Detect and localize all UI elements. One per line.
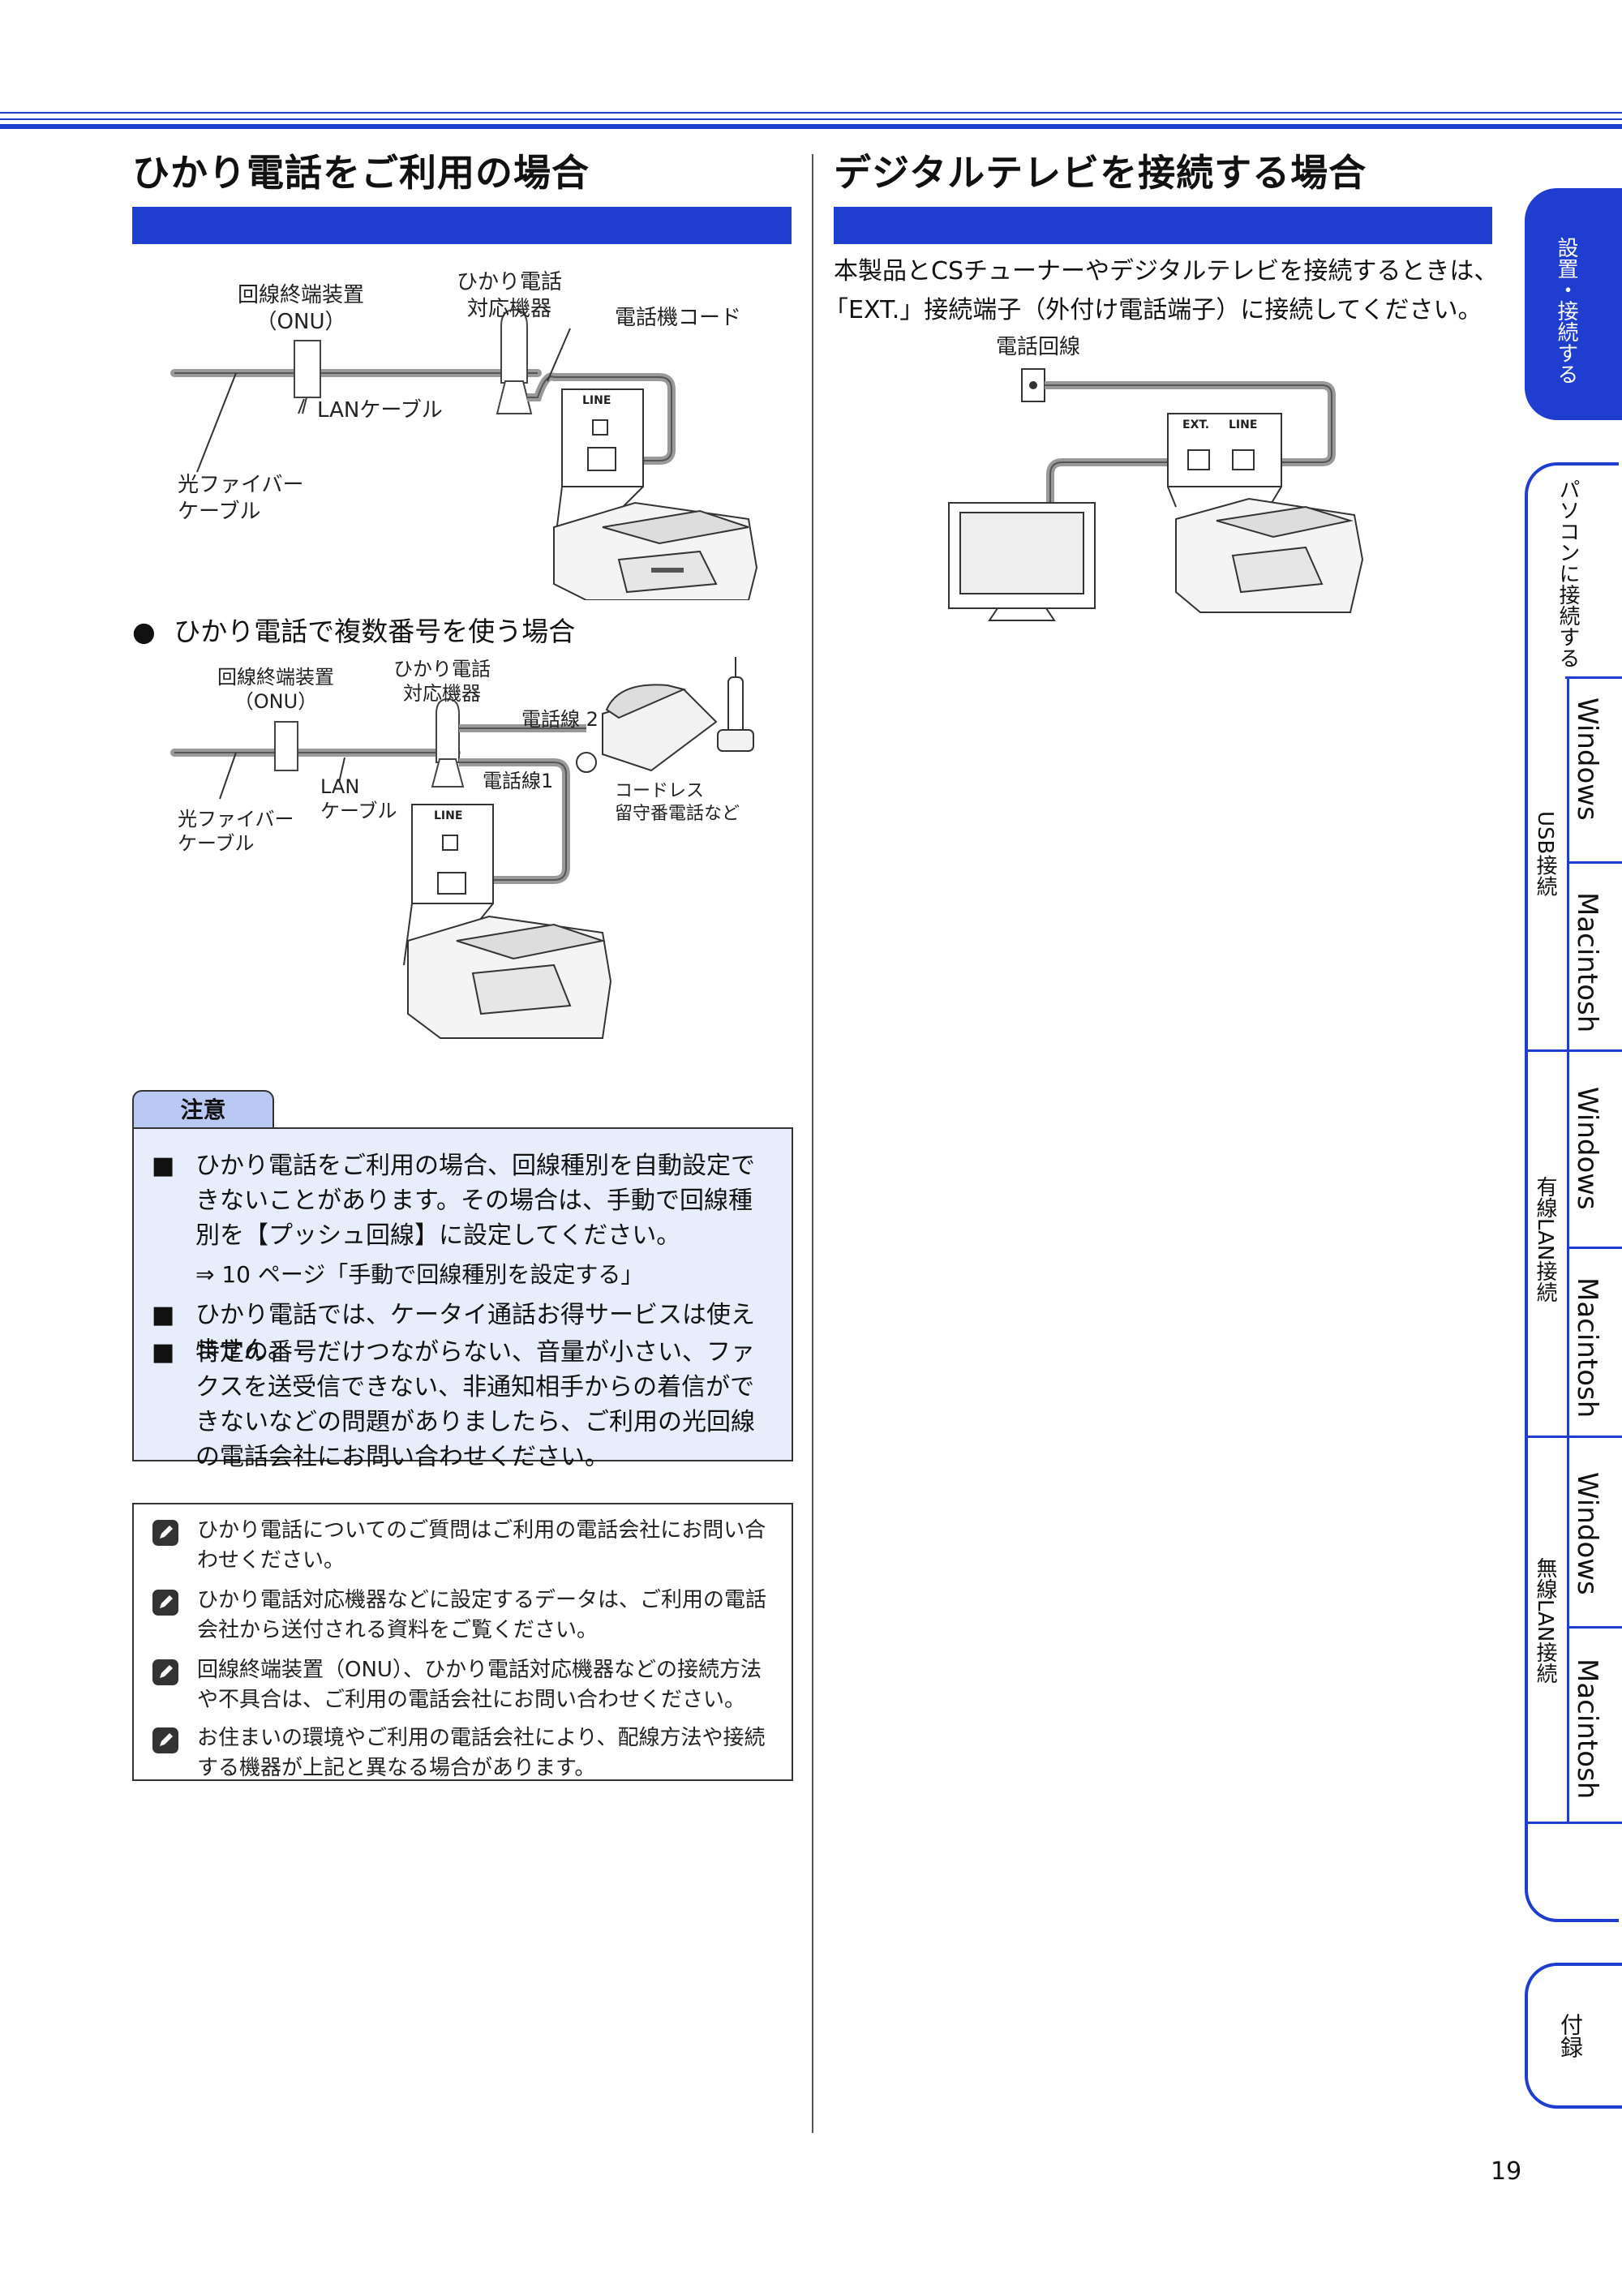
caution-item-text: 特定の番号だけつながらない、音量が小さい、ファクスを送受信できない、非通知相手か… (195, 1338, 755, 1471)
caution-item-3: ■ ひかり電話では、ケータイ通話お得サービスは使えません。 (152, 1298, 775, 1367)
fig1-hikari-device-label: ひかり電話 対応機器 (457, 270, 563, 321)
tab-appendix[interactable]: 付録 (1525, 1963, 1622, 2109)
header-rule-thin-1 (0, 112, 1622, 114)
right-section-title: デジタルテレビを接続する場合 (834, 151, 1367, 195)
tab-wired-windows-label: Windows (1571, 1087, 1603, 1210)
memo-pencil-icon (152, 1520, 178, 1546)
tab-wireless-windows-label: Windows (1571, 1472, 1603, 1595)
tab-wireless-windows[interactable]: Windows (1571, 1472, 1603, 1599)
memo-box: ひかり電話についてのご質問はご利用の電話会社にお問い合わせください。 ひかり電話… (132, 1503, 793, 1781)
fig2-line1-label: 電話線1 (483, 770, 554, 792)
diagram-hikari-multi-svg (170, 657, 754, 1039)
caution-item-2: ⇒ 10 ページ「手動で回線種別を設定する」 (152, 1257, 775, 1292)
fig3-ext-port-label: EXT. (1182, 418, 1210, 431)
tab-setup[interactable]: 設置・接続する (1525, 188, 1622, 420)
fig2-line-port-label: LINE (434, 809, 463, 822)
caution-item-text: ひかり電話をご利用の場合、回線種別を自動設定できないことがあります。その場合は、… (195, 1152, 755, 1250)
tab-appendix-label: 付録 (1557, 2013, 1584, 2058)
fig2-line2-label: 電話線 2 (521, 708, 599, 731)
diagram-digital-tv-svg (948, 368, 1364, 621)
fig3-line-port-label: LINE (1229, 418, 1258, 431)
caution-item-mark: ■ (152, 1301, 175, 1329)
fig1-phone-cord-label: 電話機コード (615, 306, 742, 330)
caution-item-4: ■ 特定の番号だけつながらない、音量が小さい、ファクスを送受信できない、非通知相… (152, 1335, 775, 1474)
tab-usb-macintosh[interactable]: Macintosh (1571, 892, 1603, 1036)
diagram-hikari-multi: 回線終端装置 （ONU） ひかり電話 対応機器 電話線 2 電話線1 LAN ケ… (132, 649, 792, 1054)
header-rule-thin-2 (0, 118, 1622, 120)
caution-item-mark: ■ (152, 1152, 175, 1180)
memo-item-text: ひかり電話についてのご質問はご利用の電話会社にお問い合わせください。 (197, 1518, 766, 1573)
left-section-title: ひかり電話をご利用の場合 (132, 151, 590, 195)
tab-setup-label: 設置・接続する (1554, 237, 1578, 384)
tab-divider-4 (1567, 1247, 1622, 1249)
fig1-lan-cable-label: LANケーブル (317, 398, 443, 423)
page-number: 19 (1491, 2157, 1522, 2186)
tab-wired-windows[interactable]: Windows (1571, 1087, 1603, 1213)
tab-wireless-vline (1567, 1436, 1569, 1822)
fig1-line-port-label: LINE (582, 394, 611, 407)
tab-divider-3 (1525, 1049, 1622, 1052)
subheading-bullet: ● (132, 616, 156, 647)
memo-pencil-icon (152, 1659, 178, 1685)
tab-usb-windows-label: Windows (1571, 697, 1603, 821)
right-body-line-1: 本製品とCSチューナーやデジタルテレビを接続するときは、 (834, 257, 1499, 285)
left-title-bar (132, 207, 792, 244)
caution-item-mark: ■ (152, 1338, 175, 1367)
tab-wired-macintosh-label: Macintosh (1571, 1277, 1603, 1418)
fig2-lan-cable-label: LAN ケーブル (320, 775, 397, 822)
tab-wireless-lan-label: 無線LAN接続 (1533, 1557, 1557, 1684)
memo-item-text: 回線終端装置（ONU）、ひかり電話対応機器などの接続方法や不具合は、ご利用の電話… (197, 1658, 762, 1712)
diagram-digital-tv: 電話回線 EXT. LINE (941, 333, 1395, 633)
fig2-hikari-device-label: ひかり電話 対応機器 (393, 658, 491, 705)
right-body-line-2: 「EXT.」接続端子（外付け電話端子）に接続してください。 (824, 296, 1483, 324)
caution-tab: 注意 (132, 1090, 274, 1129)
memo-pencil-icon (152, 1590, 178, 1616)
tab-usb-label: USB接続 (1533, 811, 1557, 897)
tab-divider-1 (1565, 676, 1622, 679)
tab-wired-lan-label: 有線LAN接続 (1533, 1176, 1557, 1303)
header-rule-thick (0, 124, 1622, 129)
subheading-text: ひかり電話で複数番号を使う場合 (174, 616, 576, 647)
caution-item-1: ■ ひかり電話をご利用の場合、回線種別を自動設定できないことがあります。その場合… (152, 1148, 775, 1253)
fig2-fiber-label: 光ファイバー ケーブル (178, 808, 294, 855)
tab-divider-5 (1525, 1436, 1622, 1438)
tab-wired-vline (1567, 1049, 1569, 1436)
caution-box: ■ ひかり電話をご利用の場合、回線種別を自動設定できないことがあります。その場合… (132, 1127, 793, 1471)
tab-divider-2 (1567, 861, 1622, 864)
memo-item-4: お住まいの環境やご利用の電話会社により、配線方法や接続する機器が上記と異なる場合… (152, 1723, 777, 1783)
fig1-fiber-label: 光ファイバー ケーブル (178, 473, 304, 524)
memo-item-2: ひかり電話対応機器などに設定するデータは、ご利用の電話会社から送付される資料をご… (152, 1586, 777, 1646)
caution-page-link[interactable]: ⇒ 10 ページ「手動で回線種別を設定する」 (195, 1261, 644, 1288)
memo-item-text: ひかり電話対応機器などに設定するデータは、ご利用の電話会社から送付される資料をご… (197, 1588, 767, 1642)
fig2-onu-label: 回線終端装置 （ONU） (217, 666, 334, 713)
diagram-hikari-single: 回線終端装置 （ONU） ひかり電話 対応機器 電話機コード LANケーブル 光… (132, 260, 792, 601)
tab-group-pc (1525, 462, 1619, 1922)
tab-wireless-macintosh-label: Macintosh (1571, 1659, 1603, 1800)
right-title-bar (834, 207, 1492, 244)
fig1-onu-label: 回線終端装置 （ONU） (238, 283, 365, 334)
tab-wired-macintosh[interactable]: Macintosh (1571, 1277, 1603, 1421)
memo-item-3: 回線終端装置（ONU）、ひかり電話対応機器などの接続方法や不具合は、ご利用の電話… (152, 1655, 777, 1715)
fig3-phone-line-label: 電話回線 (996, 335, 1081, 359)
memo-item-text: お住まいの環境やご利用の電話会社により、配線方法や接続する機器が上記と異なる場合… (197, 1726, 766, 1780)
subheading-multi-number: ● ひかり電話で複数番号を使う場合 (132, 610, 575, 649)
caution-item-text: ひかり電話では、ケータイ通話お得サービスは使えません。 (195, 1301, 755, 1364)
tab-divider-7 (1525, 1822, 1622, 1824)
tab-divider-6 (1567, 1626, 1622, 1629)
tab-pc-connect-label[interactable]: パソコンに接続する (1555, 479, 1580, 668)
tab-usb-windows[interactable]: Windows (1571, 697, 1603, 824)
memo-item-1: ひかり電話についてのご質問はご利用の電話会社にお問い合わせください。 (152, 1516, 777, 1576)
tab-usb-macintosh-label: Macintosh (1571, 892, 1603, 1033)
diagram-hikari-single-svg (170, 308, 758, 601)
fig2-cordless-label: コードレス 留守番電話など (615, 781, 740, 824)
tab-wireless-macintosh[interactable]: Macintosh (1571, 1659, 1603, 1802)
column-divider (812, 154, 813, 2133)
memo-pencil-icon (152, 1727, 178, 1753)
